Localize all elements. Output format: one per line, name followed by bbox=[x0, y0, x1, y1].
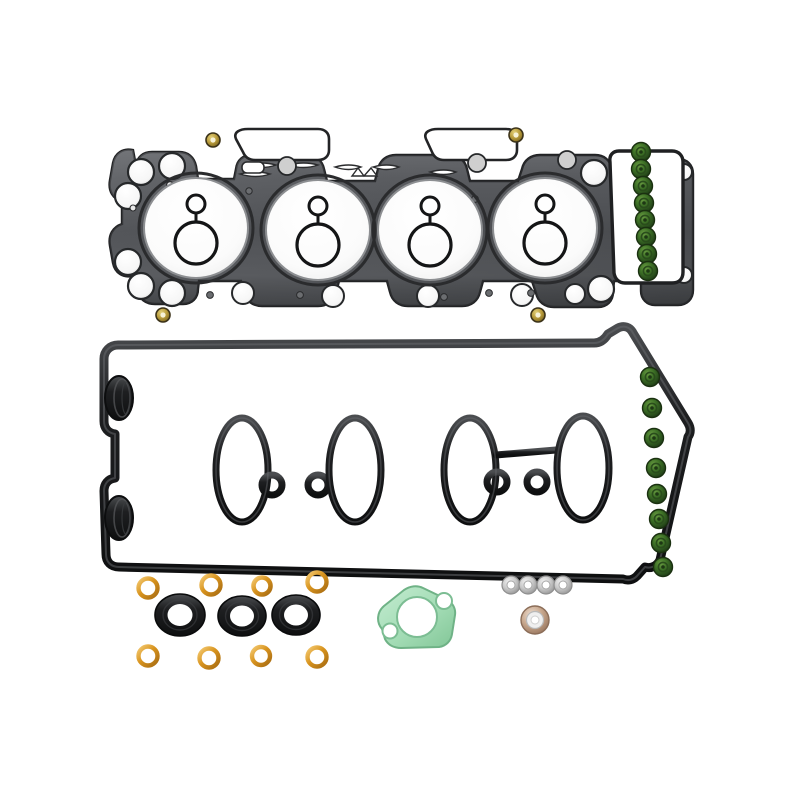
valve-stem-seal bbox=[643, 427, 665, 449]
copper-crush-washer bbox=[305, 570, 329, 594]
valve-stem-seal bbox=[646, 483, 668, 505]
steel-washer bbox=[553, 575, 573, 595]
cylinder-head-gasket bbox=[108, 127, 695, 323]
valve-stem-seal bbox=[636, 243, 658, 265]
valve-stem-seal bbox=[633, 192, 655, 214]
copper-crush-washer bbox=[136, 644, 160, 668]
valve-stem-seal bbox=[652, 556, 674, 578]
valve-stem-seal bbox=[634, 209, 656, 231]
valve-stem-seal bbox=[641, 397, 663, 419]
spark-plug-tube-seal bbox=[271, 594, 321, 636]
steel-washer-row bbox=[501, 575, 573, 595]
head-gasket-window-a bbox=[241, 161, 265, 174]
spark-plug-tube-seal-row bbox=[154, 593, 321, 637]
valve-cover-outer-bead-highlight bbox=[103, 325, 692, 581]
valve-stem-seal bbox=[637, 260, 659, 282]
head-gasket-brass-eyelets bbox=[155, 127, 546, 323]
copper-crush-washer bbox=[197, 646, 221, 670]
head-gasket-cylinder-bores bbox=[137, 171, 604, 287]
valve-stem-seal-group-a bbox=[630, 141, 659, 282]
half-moon-plug-upper bbox=[104, 375, 134, 421]
cylinder-bore-3 bbox=[371, 173, 489, 287]
valve-stem-seal bbox=[630, 141, 652, 163]
head-gasket-left-bolt-holes bbox=[113, 151, 187, 308]
copper-crush-washer-row-top bbox=[136, 570, 329, 600]
spark-plug-tube-seal bbox=[217, 595, 267, 637]
valve-stem-seal bbox=[630, 158, 652, 180]
valve-stem-seal bbox=[645, 457, 667, 479]
exhaust-gasket-bore bbox=[396, 596, 438, 638]
head-gasket-top-slots bbox=[234, 127, 519, 162]
valve-stem-seal bbox=[648, 508, 670, 530]
cylinder-bore-2 bbox=[259, 173, 377, 287]
spark-plug-hole-gasket-chain bbox=[114, 412, 613, 526]
exhaust-gasket-bolt-hole bbox=[435, 592, 453, 610]
steel-washer bbox=[536, 575, 556, 595]
valve-stem-seal bbox=[635, 226, 657, 248]
copper-crush-washer bbox=[199, 573, 223, 597]
exhaust-flange-gasket bbox=[377, 585, 457, 650]
copper-crush-washer bbox=[305, 645, 329, 669]
valve-stem-seal bbox=[650, 532, 672, 554]
spark-plug-tube-seal bbox=[154, 593, 206, 637]
steel-washer bbox=[518, 575, 538, 595]
cylinder-bore-4 bbox=[486, 171, 604, 285]
head-gasket-oil-holes bbox=[231, 150, 577, 308]
copper-crush-washer bbox=[251, 575, 273, 597]
sealing-washer bbox=[520, 605, 550, 635]
copper-crush-washer-row-bottom bbox=[136, 644, 329, 670]
copper-crush-washer bbox=[136, 576, 160, 600]
valve-cover-gasket bbox=[99, 322, 695, 585]
cylinder-bore-1 bbox=[137, 171, 255, 285]
spark-plug-hole-gasket-sheen bbox=[215, 415, 610, 523]
copper-crush-washer bbox=[249, 644, 273, 668]
steel-washer bbox=[501, 575, 521, 595]
valve-stem-seal bbox=[639, 366, 661, 388]
valve-stem-seal-group-b bbox=[639, 366, 674, 578]
head-gasket-notch bbox=[350, 166, 379, 178]
exhaust-gasket-bolt-hole bbox=[381, 622, 399, 640]
valve-stem-seal bbox=[632, 175, 654, 197]
